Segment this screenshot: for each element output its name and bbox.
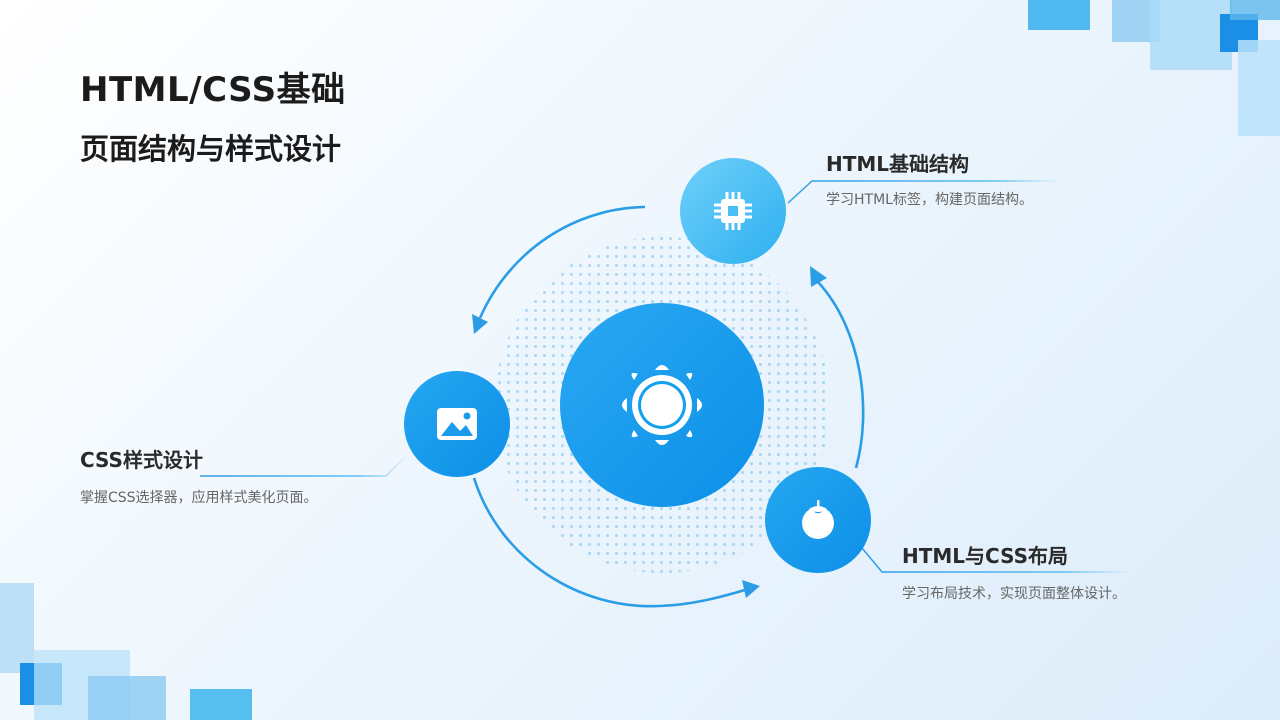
arc-arrow-bottom xyxy=(472,477,746,608)
arc-arrow-top-left xyxy=(478,205,646,319)
arc-arrow-right xyxy=(817,281,865,469)
sun-icon xyxy=(622,365,702,445)
arrowhead-right xyxy=(810,266,827,287)
connector-bottom-node xyxy=(861,547,1130,573)
arrowhead-bottom xyxy=(742,580,760,598)
node-desc-html-css-layout: 学习布局技术，实现页面整体设计。 xyxy=(902,586,1126,602)
page-title: HTML/CSS基础 xyxy=(80,70,346,110)
node-title-html-css-layout: HTML与CSS布局 xyxy=(902,544,1068,568)
image-icon xyxy=(437,408,477,440)
arrowhead-top-left xyxy=(472,314,488,334)
node-desc-css-style: 掌握CSS选择器，应用样式美化页面。 xyxy=(80,490,318,506)
chip-icon xyxy=(714,192,752,230)
node-desc-html-structure: 学习HTML标签，构建页面结构。 xyxy=(826,192,1033,208)
page-subtitle: 页面结构与样式设计 xyxy=(80,132,342,166)
connector-top-node xyxy=(787,180,1060,204)
connector-left-node xyxy=(200,451,411,477)
tomato-icon xyxy=(802,500,834,539)
node-title-css-style: CSS样式设计 xyxy=(80,448,203,472)
node-title-html-structure: HTML基础结构 xyxy=(826,152,970,176)
